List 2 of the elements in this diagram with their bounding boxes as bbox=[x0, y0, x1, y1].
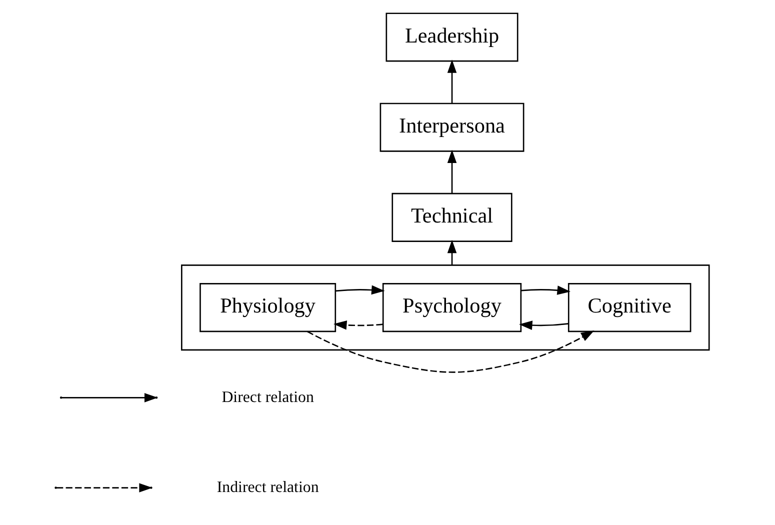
legend-label: Direct relation bbox=[222, 388, 314, 406]
legend-label: Indirect relation bbox=[216, 478, 319, 496]
